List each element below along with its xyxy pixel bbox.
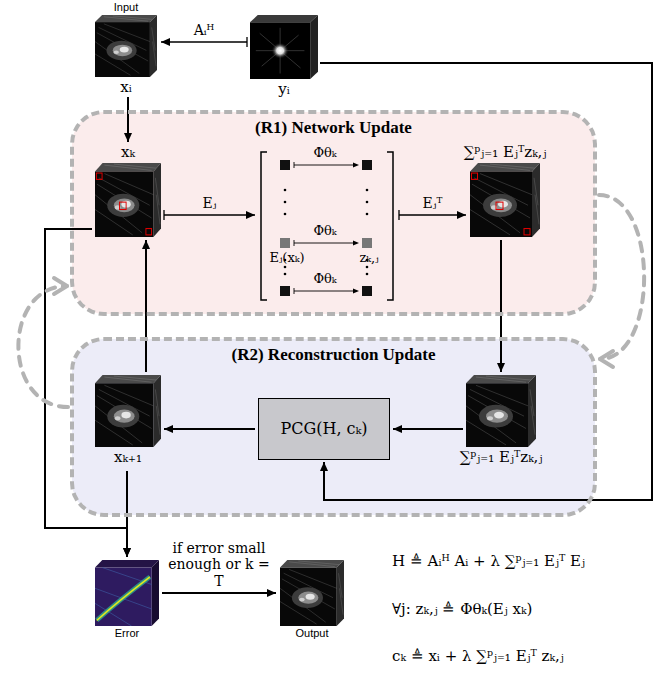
image-volume xyxy=(95,560,159,626)
flow-arrow xyxy=(164,210,255,220)
flow-arrow xyxy=(393,425,463,433)
mapsto-bar xyxy=(163,210,164,220)
image-label: xₖ xyxy=(121,144,135,161)
image-volume xyxy=(95,15,157,77)
arrow-head xyxy=(54,278,67,294)
loop-arrow xyxy=(599,195,644,367)
reconstruction-update-region: (R2) Reconstruction Update xₖ₊₁ PCG(H, cₖ)… xyxy=(70,337,597,517)
arrow-head xyxy=(124,133,132,142)
image-label: Eⱼ(xₖ) xyxy=(269,251,304,266)
mapsto-bar xyxy=(398,210,399,220)
current-image: xₖ xyxy=(95,163,161,237)
connector-line xyxy=(164,428,255,430)
image-volume xyxy=(250,15,318,79)
image-label: xₖ₊₁ xyxy=(114,449,142,466)
edge-label: Eⱼᵀ xyxy=(423,195,443,212)
pcg-solver-box: PCG(H, cₖ) xyxy=(258,398,390,460)
image-volume xyxy=(95,163,161,237)
mapsto-bar xyxy=(246,37,247,47)
network-label: Φθₖ xyxy=(313,272,336,287)
loop-arrow xyxy=(18,278,68,407)
image-label: xᵢ xyxy=(120,79,131,96)
image-volume xyxy=(95,375,161,447)
arrow-head xyxy=(142,240,150,249)
flow-arrow xyxy=(497,240,505,372)
network-label: Φθₖ xyxy=(313,146,336,161)
connector-line xyxy=(161,41,247,42)
flow-arrow xyxy=(162,589,276,597)
region-title: (R1) Network Update xyxy=(74,118,593,138)
edge-label: Eⱼ xyxy=(203,195,217,212)
arrow-head xyxy=(457,211,466,219)
network-label: Φθₖ xyxy=(313,224,336,239)
connector-line xyxy=(162,592,276,594)
image-label: yᵢ xyxy=(278,81,290,98)
kspace-image: yᵢ xyxy=(250,15,318,79)
image-volume xyxy=(470,163,540,237)
arrow-head xyxy=(246,211,255,219)
flow-arrow xyxy=(161,37,247,47)
arrow-head xyxy=(123,548,131,557)
next-image: xₖ₊₁ xyxy=(95,375,161,447)
flow-arrow xyxy=(399,210,466,220)
flow-arrow xyxy=(164,425,255,433)
flow-arrow xyxy=(142,240,150,372)
connector-line xyxy=(599,195,644,359)
arrow-head xyxy=(267,589,276,597)
network-region-fill xyxy=(72,112,595,314)
flow-arrow xyxy=(124,97,132,142)
region-title: (R2) Reconstruction Update xyxy=(74,345,593,365)
image-label: ∑ᵖⱼ₌₁ Eⱼᵀzₖ,ⱼ xyxy=(464,144,547,161)
arrow-head xyxy=(161,38,170,46)
arrow-head xyxy=(123,548,131,557)
error-map: Error xyxy=(95,560,159,626)
connector-line xyxy=(393,428,463,430)
equation: ∀j: zₖ,ⱼ ≜ Φθₖ(Eⱼ xₖ) xyxy=(392,601,532,618)
connector-line xyxy=(164,214,255,215)
equation: cₖ ≜ xᵢ + λ ∑ᵖⱼ₌₁ Eⱼᵀ zₖ,ⱼ xyxy=(392,648,564,665)
arrow-head xyxy=(320,462,328,471)
image-label: Output xyxy=(295,628,328,639)
network-output-image: ∑ᵖⱼ₌₁ Eⱼᵀzₖ,ⱼ xyxy=(466,375,536,447)
network-output-image: ∑ᵖⱼ₌₁ Eⱼᵀzₖ,ⱼ xyxy=(470,163,540,237)
equation: H ≜ Aᵢᴴ Aᵢ + λ ∑ᵖⱼ₌₁ Eⱼᵀ Eⱼ xyxy=(392,553,585,570)
connector-line xyxy=(18,286,68,407)
image-label: Input xyxy=(114,2,138,13)
arrow-head xyxy=(497,363,505,372)
edge-label: Aᵢᴴ xyxy=(194,22,215,39)
input-image: Inputxᵢ xyxy=(95,15,157,77)
image-label: Error xyxy=(115,628,139,639)
image-label: ∑ᵖⱼ₌₁ Eⱼᵀzₖ,ⱼ xyxy=(460,449,543,466)
arrow-head xyxy=(600,351,613,367)
reconstruction-region-fill xyxy=(72,339,595,515)
arrow-head xyxy=(164,425,173,433)
image-label: zₖ,ⱼ xyxy=(359,251,378,266)
image-volume xyxy=(466,375,536,447)
box-label: PCG(H, cₖ) xyxy=(280,420,367,438)
connector-line xyxy=(399,214,466,215)
connector-line xyxy=(145,240,147,372)
arrow-head xyxy=(393,425,402,433)
edge-label: if error small enough or k = T xyxy=(167,540,271,590)
connector-line xyxy=(500,240,502,372)
image-volume xyxy=(280,560,344,626)
output-image: Output xyxy=(280,560,344,626)
